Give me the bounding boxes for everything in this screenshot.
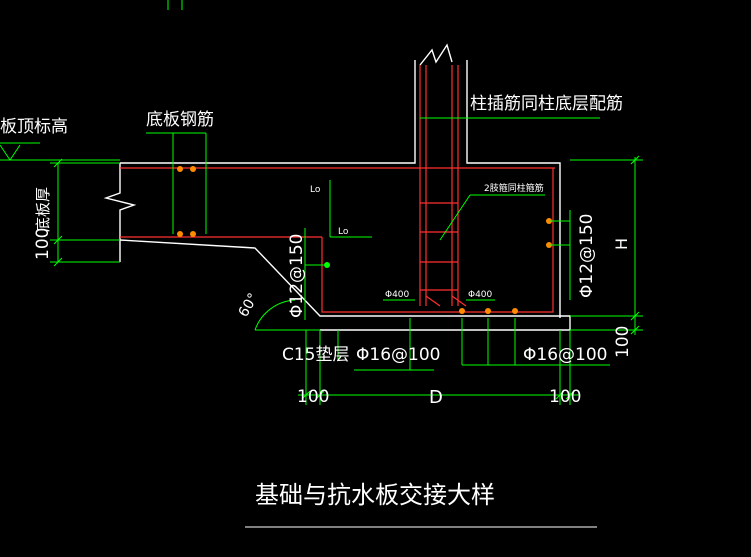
concrete-outline [103, 43, 571, 331]
side-rebar-label: Φ12@150 [577, 214, 597, 298]
h-dimension-label: H [612, 238, 631, 250]
dimension-lines [0, 117, 643, 528]
rebar-lines [120, 65, 555, 313]
drawing-title: 基础与抗水板交接大样 [255, 481, 495, 509]
bar-left-label: Φ400 [385, 290, 410, 300]
bar-right-label: Φ400 [468, 290, 493, 300]
dim-100-slab-left: 100 [33, 228, 53, 260]
bottom-rebar-right-label: Φ16@100 [523, 345, 607, 365]
column-dowel-label: 柱插筋同柱底层配筋 [470, 94, 623, 114]
dim-100-right: 100 [613, 326, 633, 358]
slope-rebar-label: Φ12@150 [287, 234, 307, 318]
angle-label: 60° [236, 290, 262, 320]
cushion-label: C15垫层 [282, 345, 350, 365]
slab-thickness-label: 底板厚 [34, 187, 52, 232]
top-elevation-label: 板顶标高 [0, 117, 68, 137]
d-dimension-label: D [429, 387, 443, 408]
slab-rebar-label: 底板钢筋 [146, 110, 214, 130]
bottom-rebar-left-label: Φ16@100 [356, 345, 440, 365]
dim-100-bottom-right: 100 [549, 387, 581, 407]
lo-lower-label: Lo [338, 227, 349, 237]
stirrups-label: 2肢箍同柱箍筋 [484, 182, 544, 194]
dim-100-bottom-left: 100 [297, 387, 329, 407]
lo-upper-label: Lo [310, 185, 321, 195]
